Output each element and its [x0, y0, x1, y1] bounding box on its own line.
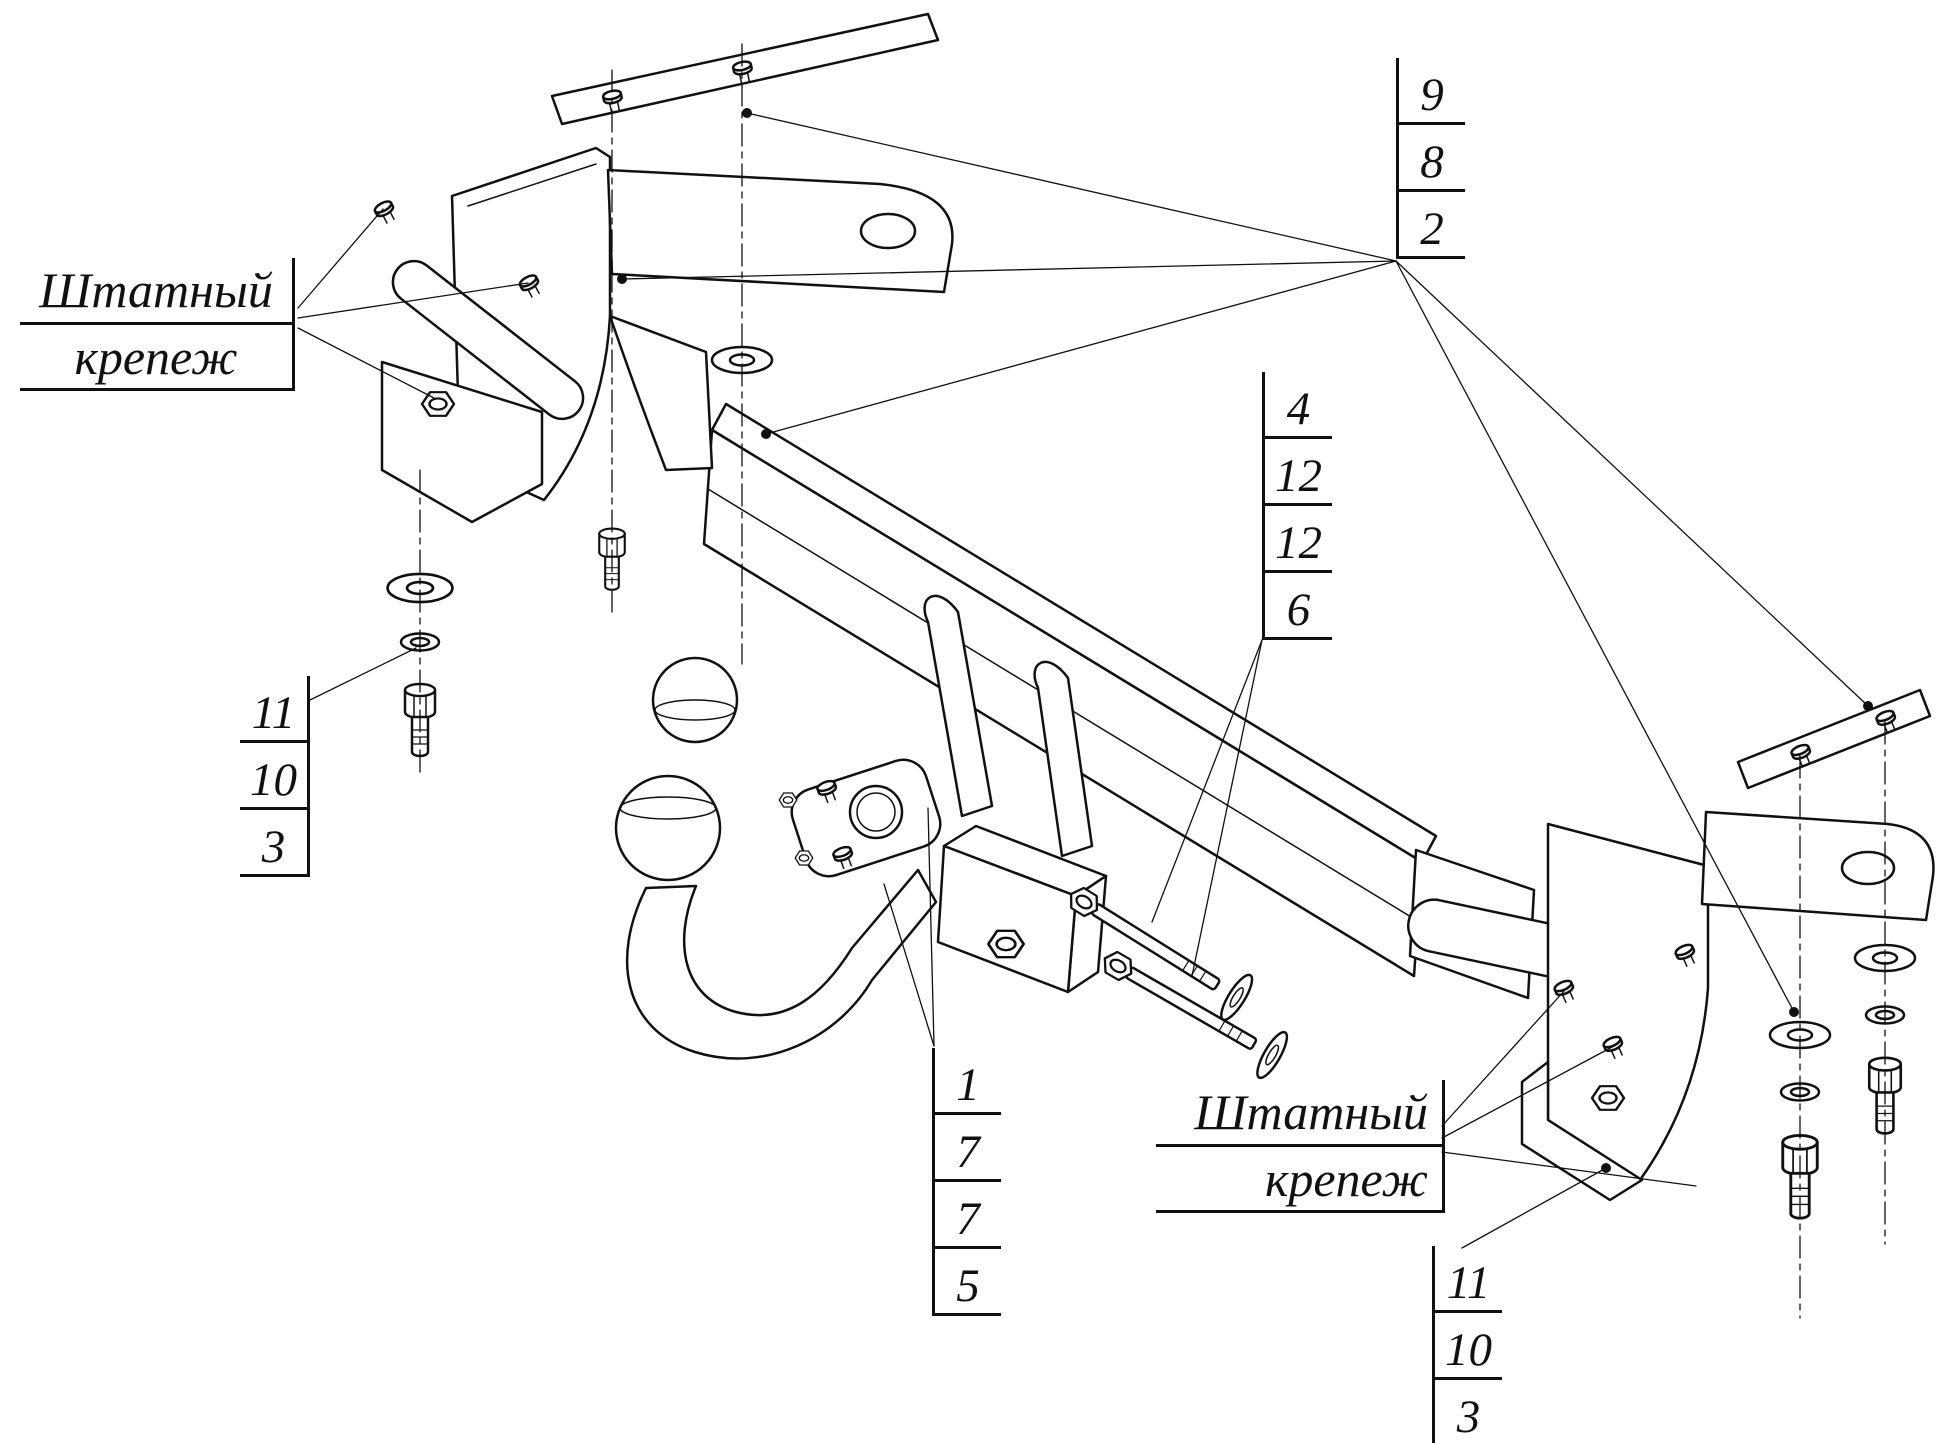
callout-number: 3	[240, 810, 307, 877]
hex-nut-icon	[1590, 1084, 1626, 1112]
ball-cover-seam	[654, 699, 736, 721]
callout-number: 5	[935, 1249, 1001, 1316]
callout-stack-left: 11 10 3	[240, 676, 310, 877]
right-foot-plate	[1520, 1060, 1644, 1202]
tow-ball	[614, 774, 722, 882]
callout-number: 4	[1265, 372, 1332, 439]
right-fastener-label: Штатный крепеж	[1156, 1080, 1445, 1213]
callout-stack-top-right: 9 8 2	[1396, 58, 1465, 259]
right-top-strap-plate	[1736, 688, 1932, 790]
callout-number: 2	[1399, 192, 1465, 259]
hex-nut-icon	[420, 390, 456, 418]
callout-number: 11	[1435, 1246, 1502, 1313]
receiver-front-face	[936, 844, 1078, 994]
socket-plate-hole	[848, 784, 904, 840]
callout-number: 7	[935, 1115, 1001, 1182]
left-wing-plate	[606, 168, 954, 294]
left-fastener-label-line1: Штатный	[20, 258, 292, 325]
callout-number: 11	[240, 676, 307, 743]
long-bolt	[1063, 882, 1254, 1022]
plate-screw-icon	[371, 197, 400, 227]
left-brace-bar	[391, 259, 585, 421]
left-gusset	[608, 314, 714, 472]
callout-number: 8	[1399, 125, 1465, 192]
left-wing-hole	[859, 212, 917, 250]
right-side-plate	[1546, 822, 1710, 1182]
callout-number: 12	[1265, 506, 1332, 573]
callout-stack-bottom-center: 1 7 7 5	[932, 1048, 1001, 1316]
right-fastener-label-line1: Штатный	[1156, 1080, 1442, 1147]
callout-number: 3	[1435, 1380, 1502, 1443]
right-fastener-label-line2: крепеж	[1156, 1147, 1442, 1213]
callout-number: 10	[240, 743, 307, 810]
leader-lines	[297, 112, 1869, 1249]
right-bracket-assembly	[1407, 688, 1935, 1220]
hanger-strap	[923, 594, 994, 818]
callout-number: 1	[935, 1048, 1001, 1115]
left-fastener-label: Штатный крепеж	[20, 258, 295, 391]
right-wing-hole	[1840, 850, 1896, 886]
hanger-strap	[1033, 660, 1094, 858]
callout-number: 9	[1399, 58, 1465, 125]
reference-dots	[617, 108, 1873, 1173]
left-fastener-label-line2: крепеж	[20, 325, 292, 391]
right-wing-plate	[1700, 810, 1935, 922]
hex-bolt-icon	[794, 850, 814, 866]
callout-number: 6	[1265, 573, 1332, 640]
callout-stack-mid-right: 4 12 12 6	[1262, 372, 1332, 640]
tow-ball-seam	[619, 796, 717, 820]
callout-number: 10	[1435, 1313, 1502, 1380]
callout-number: 12	[1265, 439, 1332, 506]
center-lines	[419, 43, 1886, 1319]
ball-neck-tube	[625, 868, 938, 1060]
callout-number: 7	[935, 1182, 1001, 1249]
hex-bolt-icon	[778, 792, 798, 808]
hex-bolt-icon	[987, 929, 1025, 959]
left-bracket-assembly	[371, 12, 954, 758]
socket-plate-hole-inner	[856, 792, 896, 832]
center-assembly	[614, 594, 1289, 1080]
long-bolt	[1097, 947, 1289, 1080]
callout-stack-bottom-right: 11 10 3	[1432, 1246, 1502, 1443]
left-side-plate-edge	[467, 163, 597, 207]
